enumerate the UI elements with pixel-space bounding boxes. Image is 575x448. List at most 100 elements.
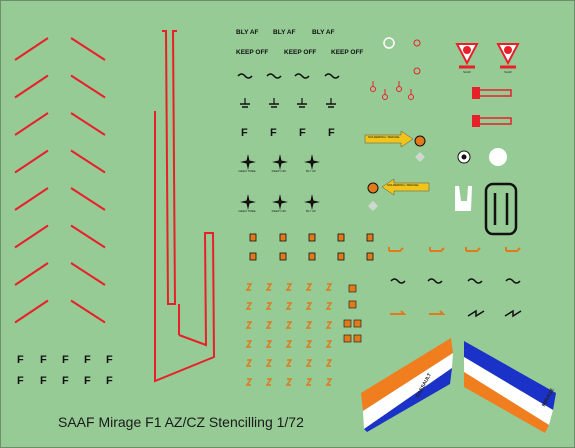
walkway-line (70, 224, 106, 249)
cross-caption: GEEN TREE (238, 209, 256, 213)
orange-digit (325, 302, 333, 310)
orange-digit (285, 359, 293, 367)
orange-box (353, 334, 362, 343)
orange-digit (305, 283, 313, 291)
ring-decal (413, 67, 421, 75)
orange-digit (245, 340, 253, 348)
orange-digit (265, 283, 273, 291)
orange-marker (366, 233, 374, 242)
orange-marker (337, 233, 345, 242)
flag-chevron-left (363, 353, 453, 429)
orange-arrow (429, 310, 446, 315)
walkway-line (70, 37, 106, 61)
marker-f: F (84, 375, 91, 387)
marker-f: F (270, 127, 277, 139)
marker-f: F (106, 375, 113, 387)
orange-digit (265, 321, 273, 329)
stencil-keep-off: KEEP OFF (236, 49, 269, 56)
yellow-arrow (364, 130, 414, 148)
panel-frame (484, 182, 518, 236)
tilde-symbol (390, 278, 406, 284)
cross-marker (272, 194, 288, 210)
walkway-line (14, 187, 49, 211)
orange-marker (279, 233, 287, 242)
orange-marker (249, 233, 257, 242)
orange-digit (285, 283, 293, 291)
small-emblem-grey (415, 152, 425, 162)
warning-emblem-dot (504, 46, 512, 54)
marker-f: F (40, 354, 47, 366)
marker-f: F (17, 375, 24, 387)
orange-digit (285, 340, 293, 348)
orange-digit (325, 378, 333, 386)
tilde-symbol (427, 278, 443, 284)
cross-marker (240, 154, 256, 170)
marker-f: F (62, 375, 69, 387)
orange-digit (325, 321, 333, 329)
pitot-decal (472, 87, 480, 99)
walkway-line (70, 299, 106, 324)
walkway-line (14, 149, 49, 174)
plug-decal (382, 94, 388, 100)
orange-digit (245, 321, 253, 329)
orange-digit (305, 340, 313, 348)
walkway-frame (154, 111, 216, 383)
orange-pin (505, 247, 521, 252)
arrow-caption: SOLDERING / REFUEL (368, 135, 401, 139)
plug-decal (370, 86, 376, 92)
small-emblem-grey (368, 201, 378, 211)
cross-marker (240, 194, 256, 210)
tilde-symbol (237, 73, 253, 79)
orange-digit (325, 340, 333, 348)
stencil-bly-af: BLY AF (236, 29, 259, 36)
marker-f: F (62, 354, 69, 366)
target-icon (461, 154, 467, 160)
orange-pin (465, 247, 481, 252)
orange-pin (388, 247, 404, 252)
flag-chevron-right (464, 372, 549, 433)
emblem-caption: SAAF (463, 70, 471, 74)
orange-digit (265, 359, 273, 367)
stencil-keep-off: KEEP OFF (331, 49, 364, 56)
stencil-bly-af: BLY AF (312, 29, 335, 36)
orange-digit (285, 321, 293, 329)
orange-marker (279, 252, 287, 261)
orange-digit (325, 283, 333, 291)
walkway-line (70, 262, 106, 286)
tilde-symbol (294, 73, 310, 79)
orange-digit (245, 302, 253, 310)
orange-digit (245, 378, 253, 386)
cross-marker (304, 194, 320, 210)
orange-box (348, 300, 357, 309)
walkway-line (14, 299, 49, 324)
pitot-decal (472, 115, 480, 127)
walkway-line (14, 224, 49, 249)
flag-chevron-left (361, 338, 453, 411)
tilde-symbol (505, 278, 521, 284)
walkway-frame (162, 30, 177, 305)
orange-digit (305, 321, 313, 329)
emblem-caption: SAAF (504, 70, 512, 74)
warning-emblem-dot (463, 46, 471, 54)
arrow-caption: SOLDERING / REFUEL (387, 183, 420, 187)
sheet-title: SAAF Mirage F1 AZ/CZ Stencilling 1/72 (58, 414, 304, 430)
stencil-bly-af: BLY AF (273, 29, 296, 36)
tilde-symbol (467, 278, 483, 284)
walkway-line (70, 149, 106, 174)
flag-chevron-right (464, 357, 553, 425)
tilde-symbol (324, 73, 340, 79)
walkway-line (14, 74, 49, 99)
orange-digit (265, 340, 273, 348)
walkway-line (70, 112, 106, 136)
orange-digit (305, 302, 313, 310)
orange-box (348, 284, 357, 293)
orange-digit (285, 302, 293, 310)
cross-caption: BLY AF (306, 169, 316, 173)
marker-f: F (299, 127, 306, 139)
marker-f: F (17, 354, 24, 366)
orange-marker (308, 233, 316, 242)
cross-caption: KEEP OFF (271, 209, 287, 213)
tilde-symbol (266, 73, 282, 79)
